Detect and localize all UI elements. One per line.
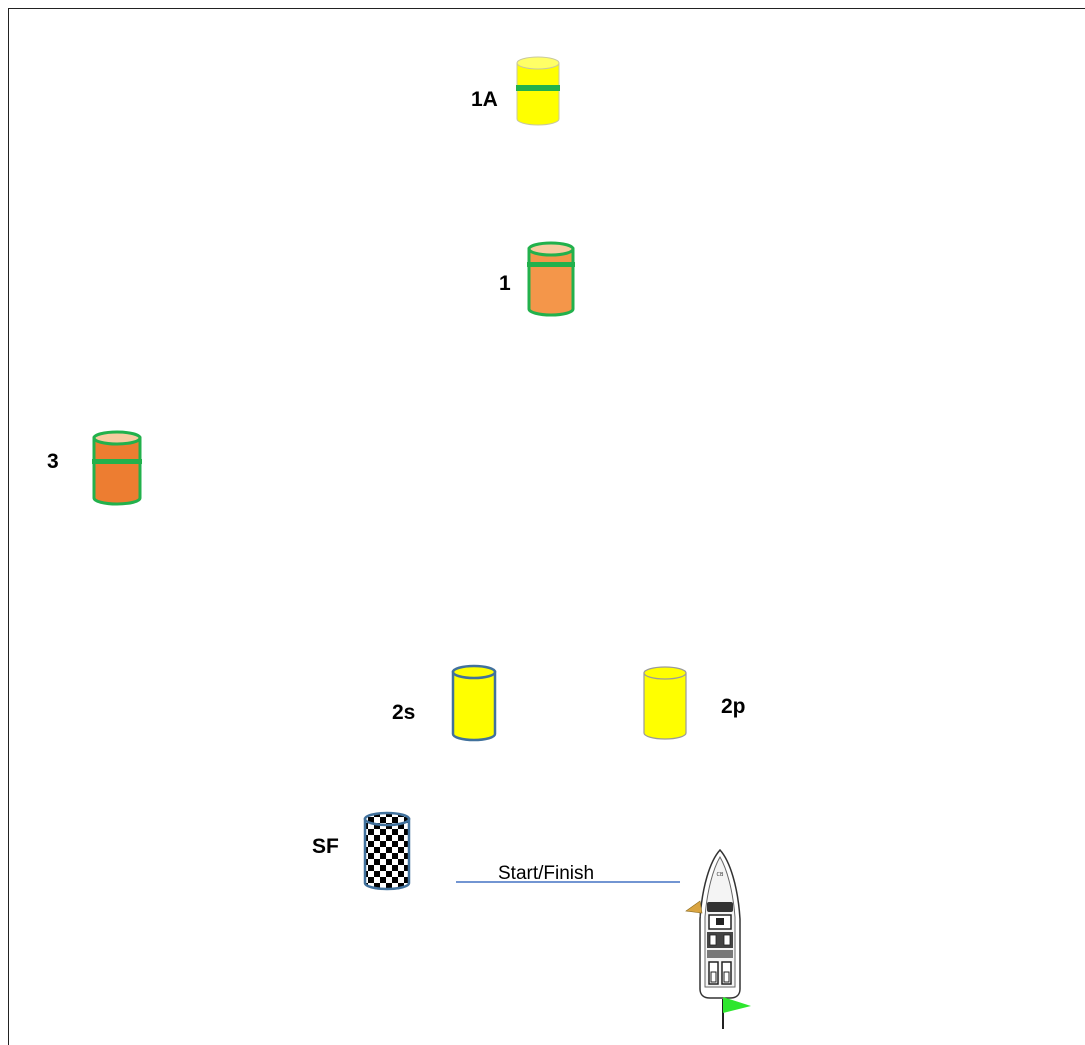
buoy-3-label: 3	[47, 450, 59, 473]
sf-buoy-label: SF	[312, 835, 339, 858]
start-finish-label: Start/Finish	[498, 863, 595, 884]
buoy-2s-icon	[451, 664, 497, 742]
buoy-1-icon	[527, 241, 575, 317]
start-finish-line	[456, 881, 680, 883]
boat-icon: CB	[685, 848, 751, 1029]
sf-checkered-buoy-icon	[363, 811, 411, 891]
buoy-2s-label: 2s	[392, 701, 416, 724]
buoy-1a-label: 1A	[471, 88, 498, 111]
buoy-3-icon	[92, 430, 142, 506]
svg-text:CB: CB	[717, 872, 724, 878]
buoy-2p-label: 2p	[721, 695, 746, 718]
course-frame	[8, 8, 1085, 1045]
buoy-2p-icon	[643, 666, 687, 740]
buoy-1-label: 1	[499, 272, 511, 295]
buoy-1a-icon	[516, 56, 560, 126]
